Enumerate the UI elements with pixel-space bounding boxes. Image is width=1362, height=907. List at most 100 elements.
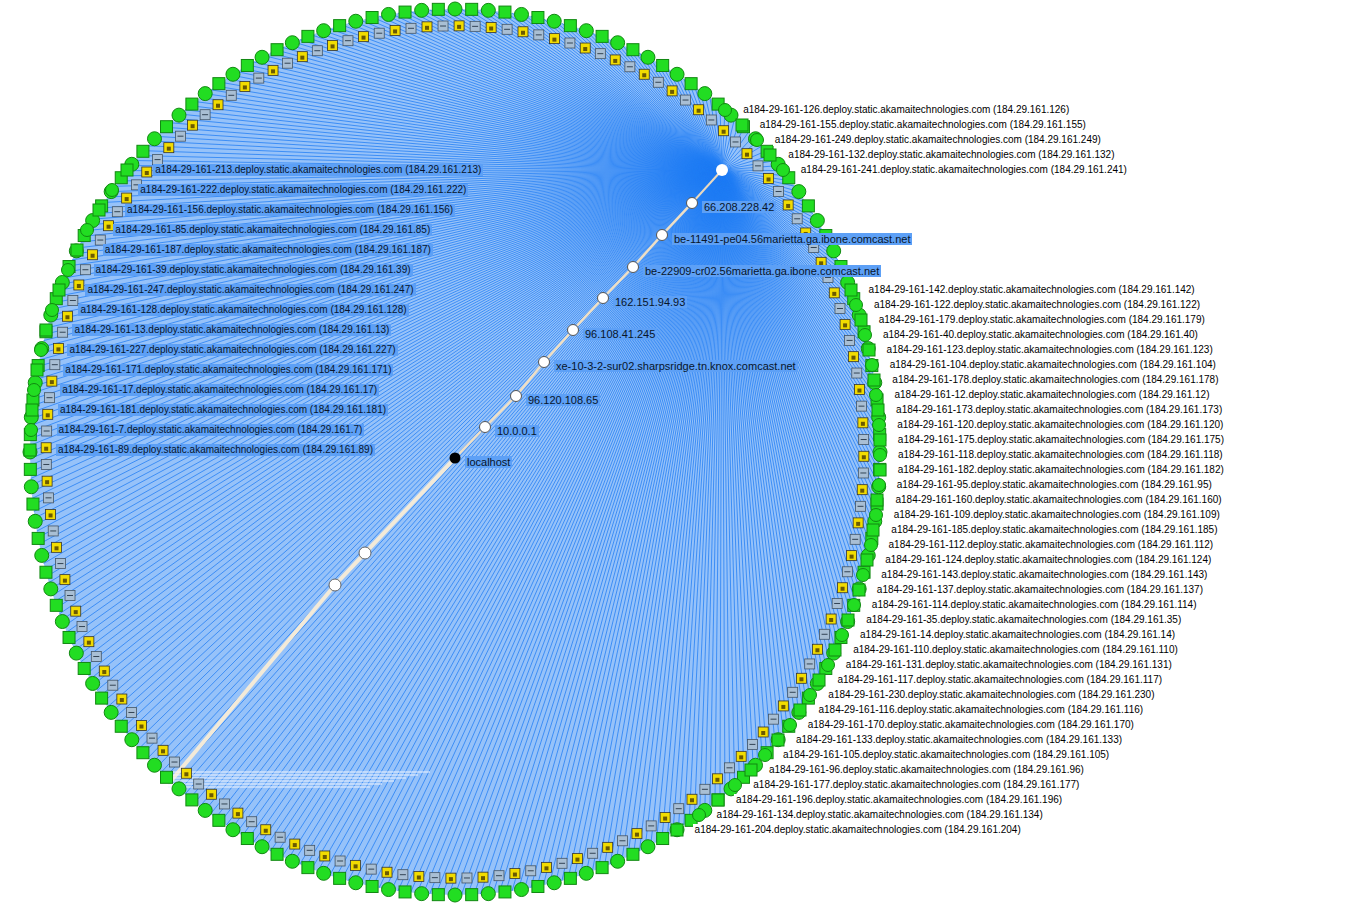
host-square (764, 149, 776, 161)
node-marker (858, 328, 872, 342)
host-label: a184-29-161-118.deploy.static.akamaitech… (896, 449, 1225, 461)
host-square (334, 20, 346, 32)
router-icon (820, 629, 830, 639)
router-icon (859, 435, 869, 445)
host-label: a184-29-161-120.deploy.static.akamaitech… (895, 419, 1225, 431)
host-circle (317, 866, 331, 880)
host-square (794, 704, 806, 716)
fan-line (30, 170, 722, 465)
host-square (334, 872, 346, 884)
host-square (863, 344, 875, 356)
lock-hole (236, 812, 240, 816)
lock-hole (107, 225, 111, 229)
fan-line (42, 170, 722, 347)
lock-icon (71, 606, 81, 616)
router-icon (50, 360, 60, 370)
router-body (681, 95, 691, 105)
lock-hole (44, 447, 48, 451)
fan-line (722, 170, 771, 748)
lock-body (778, 701, 788, 711)
fan-line (34, 170, 722, 511)
lock-hole (362, 36, 366, 40)
route-line (168, 777, 406, 778)
host-label: a184-29-161-35.deploy.static.akamaitechn… (864, 614, 1183, 626)
lock-icon (603, 842, 613, 852)
node-marker (70, 243, 84, 257)
router-icon (805, 659, 815, 669)
node-marker (627, 261, 639, 273)
fan-line (574, 27, 722, 170)
router-body (194, 779, 204, 789)
host-node: a184-29-161-155.deploy.static.akamaitech… (735, 118, 1088, 132)
host-circle (147, 758, 161, 772)
lock-icon (164, 143, 174, 153)
host-square (186, 98, 198, 110)
host-label: a184-29-161-177.deploy.static.akamaitech… (751, 779, 1081, 791)
node-marker (80, 223, 94, 237)
host-circle (579, 866, 593, 880)
lock-body (478, 872, 488, 882)
host-label: a184-29-161-171.deploy.static.akamaitech… (63, 364, 393, 376)
router-body (169, 757, 179, 767)
lock-body (764, 173, 774, 183)
host-square (93, 204, 105, 216)
host-square (842, 614, 854, 626)
lock-hole (65, 315, 69, 319)
router-mark (177, 136, 183, 137)
lock-body (240, 81, 250, 91)
router-body (430, 873, 440, 883)
node-marker (783, 718, 797, 732)
host-square (564, 20, 576, 32)
host-node: a184-29-161-241.deploy.static.akamaitech… (776, 163, 1129, 177)
host-circle (69, 244, 83, 258)
node-marker (728, 778, 742, 792)
lock-hole (323, 855, 327, 859)
host-circle (864, 539, 877, 552)
host-label: a184-29-161-104.deploy.static.akamaitech… (888, 359, 1218, 371)
node-marker (844, 283, 858, 297)
lock-icon (240, 81, 250, 91)
host-square (829, 644, 841, 656)
lock-body (848, 352, 858, 362)
host-node: a184-29-161-175.deploy.static.akamaitech… (873, 433, 1226, 447)
fan-line (480, 10, 722, 170)
router-mark (627, 66, 633, 67)
lock-hole (50, 380, 54, 384)
lock-icon (84, 637, 94, 647)
route-link (577, 302, 599, 325)
router-body (126, 707, 136, 717)
fan-line (31, 170, 722, 478)
host-label: a184-29-161-117.deploy.static.akamaitech… (835, 674, 1164, 686)
router-icon (48, 526, 58, 536)
lock-body (122, 193, 132, 203)
host-node: a184-29-161-187.deploy.static.akamaitech… (70, 243, 433, 257)
node-marker (92, 203, 106, 217)
router-body (91, 652, 101, 662)
host-square (26, 404, 38, 416)
host-square (213, 78, 225, 90)
host-label: a184-29-161-222.deploy.static.akamaitech… (138, 184, 468, 196)
host-circle (873, 449, 886, 462)
lock-icon (783, 200, 793, 210)
router-mark (70, 300, 76, 301)
router-mark (408, 28, 414, 29)
host-node: a184-29-161-247.deploy.static.akamaitech… (52, 283, 415, 297)
router-body (725, 763, 735, 773)
hop-label: 96.120.108.65 (526, 394, 600, 407)
router-mark (307, 850, 313, 851)
node-marker (711, 793, 725, 807)
router-mark (368, 869, 374, 870)
hop-dot (687, 197, 698, 208)
fan-line (59, 170, 722, 614)
router-icon (858, 468, 868, 478)
node-marker (27, 383, 41, 397)
fan-line (32, 170, 722, 498)
router-icon (374, 28, 384, 38)
node-marker (852, 583, 866, 597)
router-mark (202, 114, 208, 115)
host-circle (869, 509, 882, 522)
lock-icon (74, 280, 84, 290)
fan-line (722, 170, 872, 538)
lock-hole (745, 153, 749, 157)
fan-line (487, 170, 722, 894)
